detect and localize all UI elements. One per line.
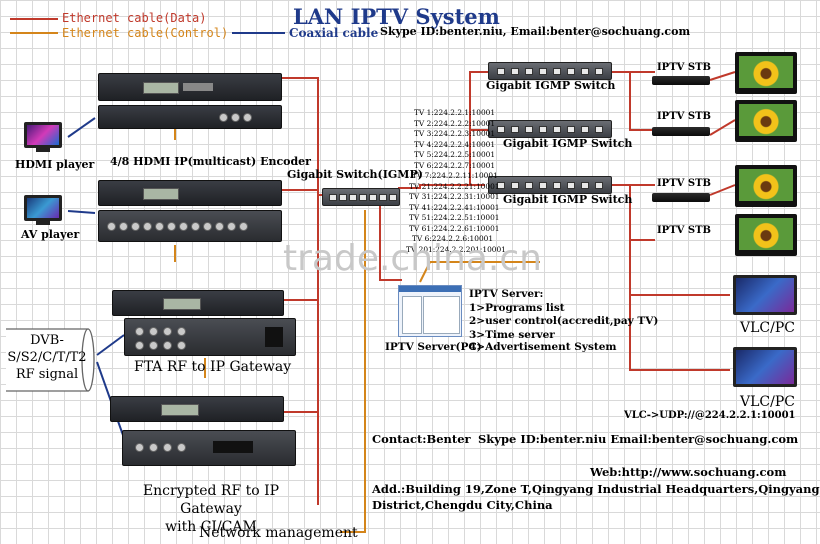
legend-coax-label: Coaxial cable	[289, 26, 379, 40]
encrypted-gateway-label: Encrypted RF to IP Gateway with CI/CAM	[142, 483, 280, 535]
igmp-switch-2-icon	[488, 120, 612, 138]
contact-name: Contact:Benter	[372, 432, 471, 446]
igmp-switch-3-icon	[488, 176, 612, 194]
tv-1-icon	[735, 52, 797, 94]
legend-control-label: Ethernet cable(Control)	[62, 26, 229, 40]
stb-4-label: IPTV STB	[657, 225, 711, 236]
channel-item: TV 5:224.2.2.5:10001	[414, 150, 496, 159]
channel-item: TV 41:224.2.2.41:10001	[409, 202, 500, 212]
fta-gateway-front-panel	[112, 290, 284, 316]
hdmi-player-monitor-icon	[24, 122, 62, 148]
av-player-label: AV player	[21, 228, 80, 241]
tv-3-icon	[735, 165, 797, 207]
hdmi-player-label: HDMI player	[15, 158, 95, 171]
core-switch-label: Gigabit Switch(IGMP)	[287, 168, 423, 181]
contact-skype-email: Skype ID:benter.niu Email:benter@sochuan…	[478, 432, 799, 446]
av-encoder-back-panel	[98, 210, 282, 242]
iptv-server-screenshot	[398, 285, 462, 337]
vlc-url-label: VLC->UDP://@224.2.2.1:10001	[624, 410, 796, 421]
hdmi-encoder-front-panel	[98, 73, 282, 101]
stb-1-label: IPTV STB	[657, 62, 711, 73]
fta-gateway-label: FTA RF to IP Gateway	[134, 359, 292, 375]
igmp-switch-1-label: Gigabit IGMP Switch	[486, 79, 616, 92]
channel-item: TV 31:224.2.2.31:10001	[409, 192, 500, 201]
stb-3-label: IPTV STB	[657, 178, 711, 189]
channel-item: TV 1:224.2.2.1:10001	[414, 108, 496, 117]
iptv-server-label: IPTV Server(PC)	[385, 341, 482, 353]
network-management-label: Network management	[199, 525, 358, 541]
watermark: trade.china.cn	[283, 238, 542, 279]
channel-item: TV 4:224.2.2.4:10001	[414, 139, 496, 149]
encrypted-gateway-front-panel	[110, 396, 284, 422]
rf-signal-cylinder-icon	[6, 328, 95, 392]
channel-item: TV 6:224.2.2.7:10001	[414, 160, 496, 170]
tv-4-icon	[735, 214, 797, 256]
core-switch-icon	[322, 188, 400, 206]
igmp-switch-3-label: Gigabit IGMP Switch	[503, 193, 633, 206]
legend-data-label: Ethernet cable(Data)	[62, 11, 207, 25]
channel-list: TV 1:224.2.2.1:10001 TV 2:224.2.2.2:1000…	[406, 108, 506, 255]
fta-gateway-back-panel	[124, 318, 296, 356]
igmp-switch-2-label: Gigabit IGMP Switch	[503, 137, 633, 150]
iptv-server-features: IPTV Server: 1>Programs list 2>user cont…	[469, 288, 659, 341]
contact-address-line-2: District,Chengdu City,China	[372, 498, 553, 512]
igmp-switch-1-icon	[488, 62, 612, 80]
vlc-pc-1-monitor-icon	[733, 275, 797, 315]
stb-1-icon	[652, 76, 710, 85]
channel-item: TV 6:224.2.2.6:10001	[412, 234, 494, 243]
tv-2-icon	[735, 100, 797, 142]
hdmi-encoder-back-panel	[98, 105, 282, 129]
vlc-pc-1-label: VLC/PC	[740, 320, 795, 336]
channel-item: TV 3:224.2.2.3:10001	[414, 129, 496, 138]
stb-2-label: IPTV STB	[657, 111, 711, 122]
diagram-title: LAN IPTV System	[293, 4, 500, 29]
iptv-server-feature-4: 4>Advertisement System	[469, 341, 617, 353]
channel-item: TV 201:224.2.2.201:10001	[406, 244, 506, 254]
channel-item: TV 51:224.2.2.51:10001	[409, 213, 500, 222]
hdmi-encoder-label: 4/8 HDMI IP(multicast) Encoder	[110, 155, 311, 168]
channel-item: TV 21:224.2.2.21:10001	[409, 181, 500, 191]
vlc-pc-2-monitor-icon	[733, 347, 797, 387]
vlc-pc-2-label: VLC/PC	[740, 394, 795, 410]
channel-item: TV 7:224.2.2.11:10001	[412, 171, 498, 180]
contact-address-line-1: Add.:Building 19,Zone T,Qingyang Industr…	[372, 482, 820, 496]
stb-3-icon	[652, 193, 710, 202]
contact-web: Web:http://www.sochuang.com	[590, 465, 787, 479]
channel-item: TV 61:224.2.2.61:10001	[409, 223, 500, 233]
cable-layer	[10, 18, 736, 533]
rf-signal-label: DVB- S/S2/C/T/T2 RF signal	[7, 333, 87, 382]
av-player-monitor-icon	[24, 195, 62, 221]
header-contact: Skype ID:benter.niu, Email:benter@sochua…	[380, 25, 691, 38]
encrypted-gateway-back-panel	[122, 430, 296, 466]
av-encoder-front-panel	[98, 180, 282, 206]
stb-2-icon	[652, 127, 710, 136]
channel-item: TV 2:224.2.2.2:10001	[414, 118, 496, 128]
